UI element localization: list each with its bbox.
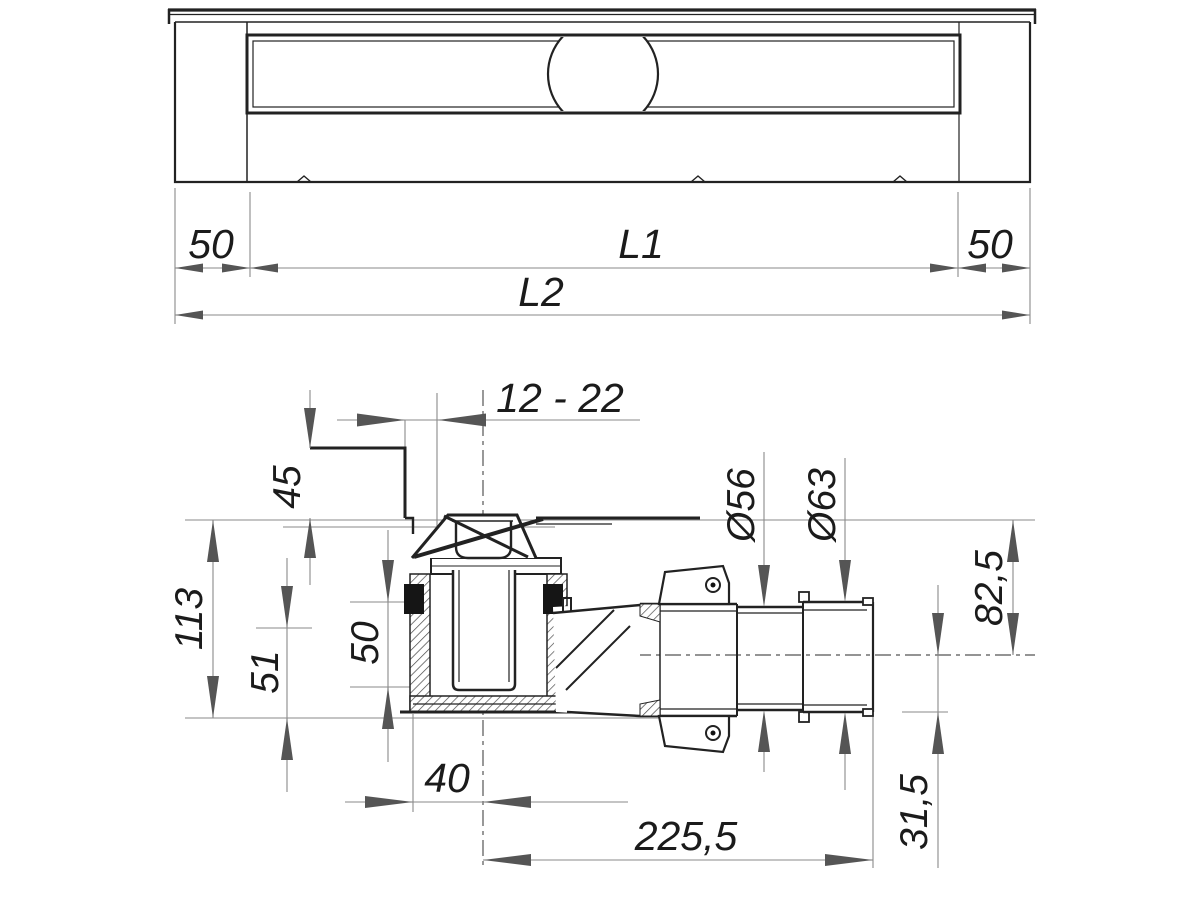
dim-label-d56: Ø56 <box>720 468 763 544</box>
outlet-pipe <box>552 564 875 754</box>
wall-step <box>310 446 415 534</box>
dim-label-40: 40 <box>424 755 470 801</box>
dim-label-left-50: 50 <box>188 221 234 267</box>
trap-section <box>400 513 700 714</box>
dim-label-d63: Ø63 <box>801 468 844 544</box>
clamp-bracket-bottom <box>657 714 731 754</box>
dip-tube <box>451 570 517 692</box>
dim-label-225-5: 225,5 <box>634 813 738 859</box>
seal-left <box>404 584 424 614</box>
seal-right <box>543 584 563 614</box>
drain-opening-oval <box>546 37 660 111</box>
channel-body-outline <box>173 22 1032 184</box>
dim-label-51: 51 <box>244 650 287 693</box>
dim-label-right-50: 50 <box>967 221 1013 267</box>
top-view-dimensions <box>174 188 1031 324</box>
dim-label-50: 50 <box>344 621 387 665</box>
bottom-bump <box>892 175 908 183</box>
section-arrows <box>207 408 1019 866</box>
dim-label-82-5: 82,5 <box>968 550 1011 626</box>
top-view-channel <box>167 8 1037 184</box>
dim-label-113: 113 <box>168 588 211 650</box>
dim-label-31-5: 31,5 <box>893 774 936 850</box>
bottom-bump <box>690 175 706 183</box>
clamp-bracket-top <box>657 564 731 606</box>
dim-label-L1: L1 <box>618 221 664 267</box>
dim-label-L2: L2 <box>518 269 564 315</box>
top-view-arrows <box>175 263 1030 320</box>
dim-label-45: 45 <box>266 465 309 509</box>
funnel-clamp-diagonal <box>413 517 544 559</box>
dim-label-wall-gap: 12 - 22 <box>496 375 624 421</box>
bottom-bump <box>296 175 312 183</box>
